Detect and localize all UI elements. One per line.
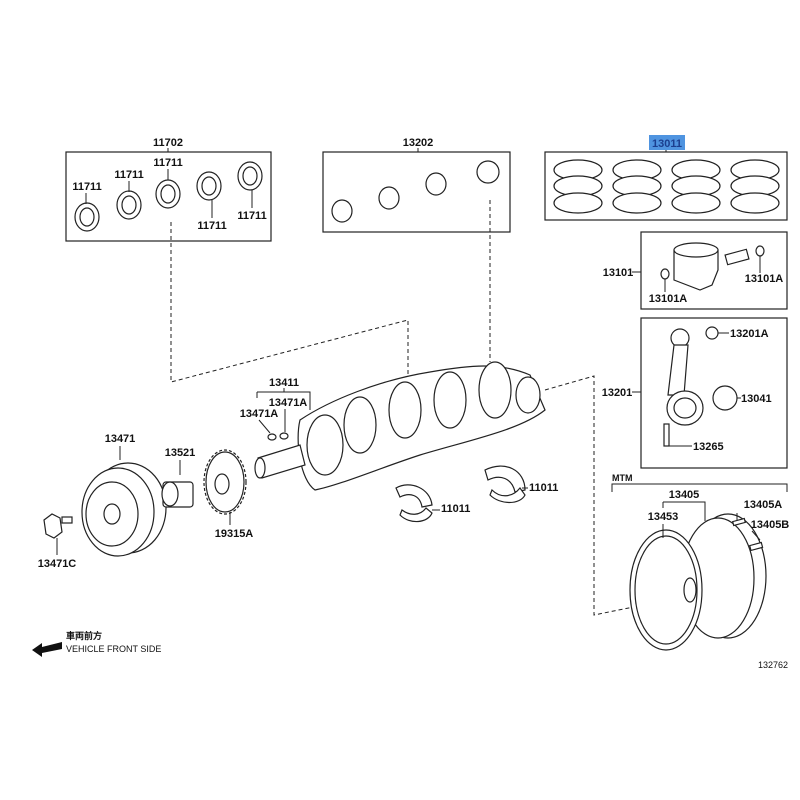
label-11711[interactable]: 11711 <box>72 181 101 193</box>
label-mtm: MTM <box>612 473 633 483</box>
label-13101a[interactable]: 13101A <box>649 293 688 305</box>
label-19315a[interactable]: 19315A <box>215 528 254 540</box>
pulley-bolt-drawing <box>43 513 73 539</box>
connecting-rod-drawing <box>663 326 738 447</box>
label-13471[interactable]: 13471 <box>105 433 136 445</box>
label-11011[interactable]: 11011 <box>441 503 470 515</box>
label-13411[interactable]: 13411 <box>269 377 299 389</box>
timing-gear-drawing <box>161 481 194 508</box>
sensor-plate-drawing <box>203 449 247 515</box>
arrow-left-icon <box>32 642 62 657</box>
crankshaft-drawing <box>254 361 546 491</box>
flywheel-drawing <box>629 513 767 651</box>
piston-box <box>640 231 788 310</box>
piston-rings <box>553 159 780 214</box>
figure-id: 132762 <box>758 660 788 670</box>
label-11711[interactable]: 11711 <box>237 210 266 222</box>
rod-bearing-shells <box>331 160 500 223</box>
label-11702[interactable]: 11702 <box>153 137 183 149</box>
connecting-rod-box <box>640 317 788 469</box>
crank-pulley-drawing <box>81 462 167 557</box>
thrust-washers <box>395 465 526 523</box>
label-13471a[interactable]: 13471A <box>240 408 279 420</box>
mtm-bracket <box>611 483 788 492</box>
label-11011[interactable]: 11011 <box>529 482 558 494</box>
highlight-13011 <box>649 135 685 150</box>
label-13521[interactable]: 13521 <box>165 447 196 459</box>
label-11711[interactable]: 11711 <box>153 157 182 169</box>
rod-bearing-set-box <box>322 151 511 233</box>
label-13202[interactable]: 13202 <box>403 137 434 149</box>
label-13405b[interactable]: 13405B <box>751 519 790 531</box>
main-bearing-shells <box>74 161 263 232</box>
label-11711[interactable]: 11711 <box>197 220 226 232</box>
label-13201a[interactable]: 13201A <box>730 328 769 340</box>
label-13471c[interactable]: 13471C <box>38 558 77 570</box>
label-13011[interactable]: 13011 <box>652 138 682 150</box>
label-13041[interactable]: 13041 <box>741 393 772 405</box>
label-13101a[interactable]: 13101A <box>745 273 784 285</box>
label-13101[interactable]: 13101 <box>603 267 634 279</box>
label-13405a[interactable]: 13405A <box>744 499 783 511</box>
label-13265[interactable]: 13265 <box>693 441 724 453</box>
direction-en: VEHICLE FRONT SIDE <box>66 644 161 654</box>
label-13453[interactable]: 13453 <box>648 511 679 523</box>
direction-jp: 車両前方 <box>66 630 102 641</box>
label-13201[interactable]: 13201 <box>602 387 633 399</box>
label-11711[interactable]: 11711 <box>114 169 143 181</box>
label-13471a[interactable]: 13471A <box>269 397 308 409</box>
label-13405[interactable]: 13405 <box>669 489 700 501</box>
